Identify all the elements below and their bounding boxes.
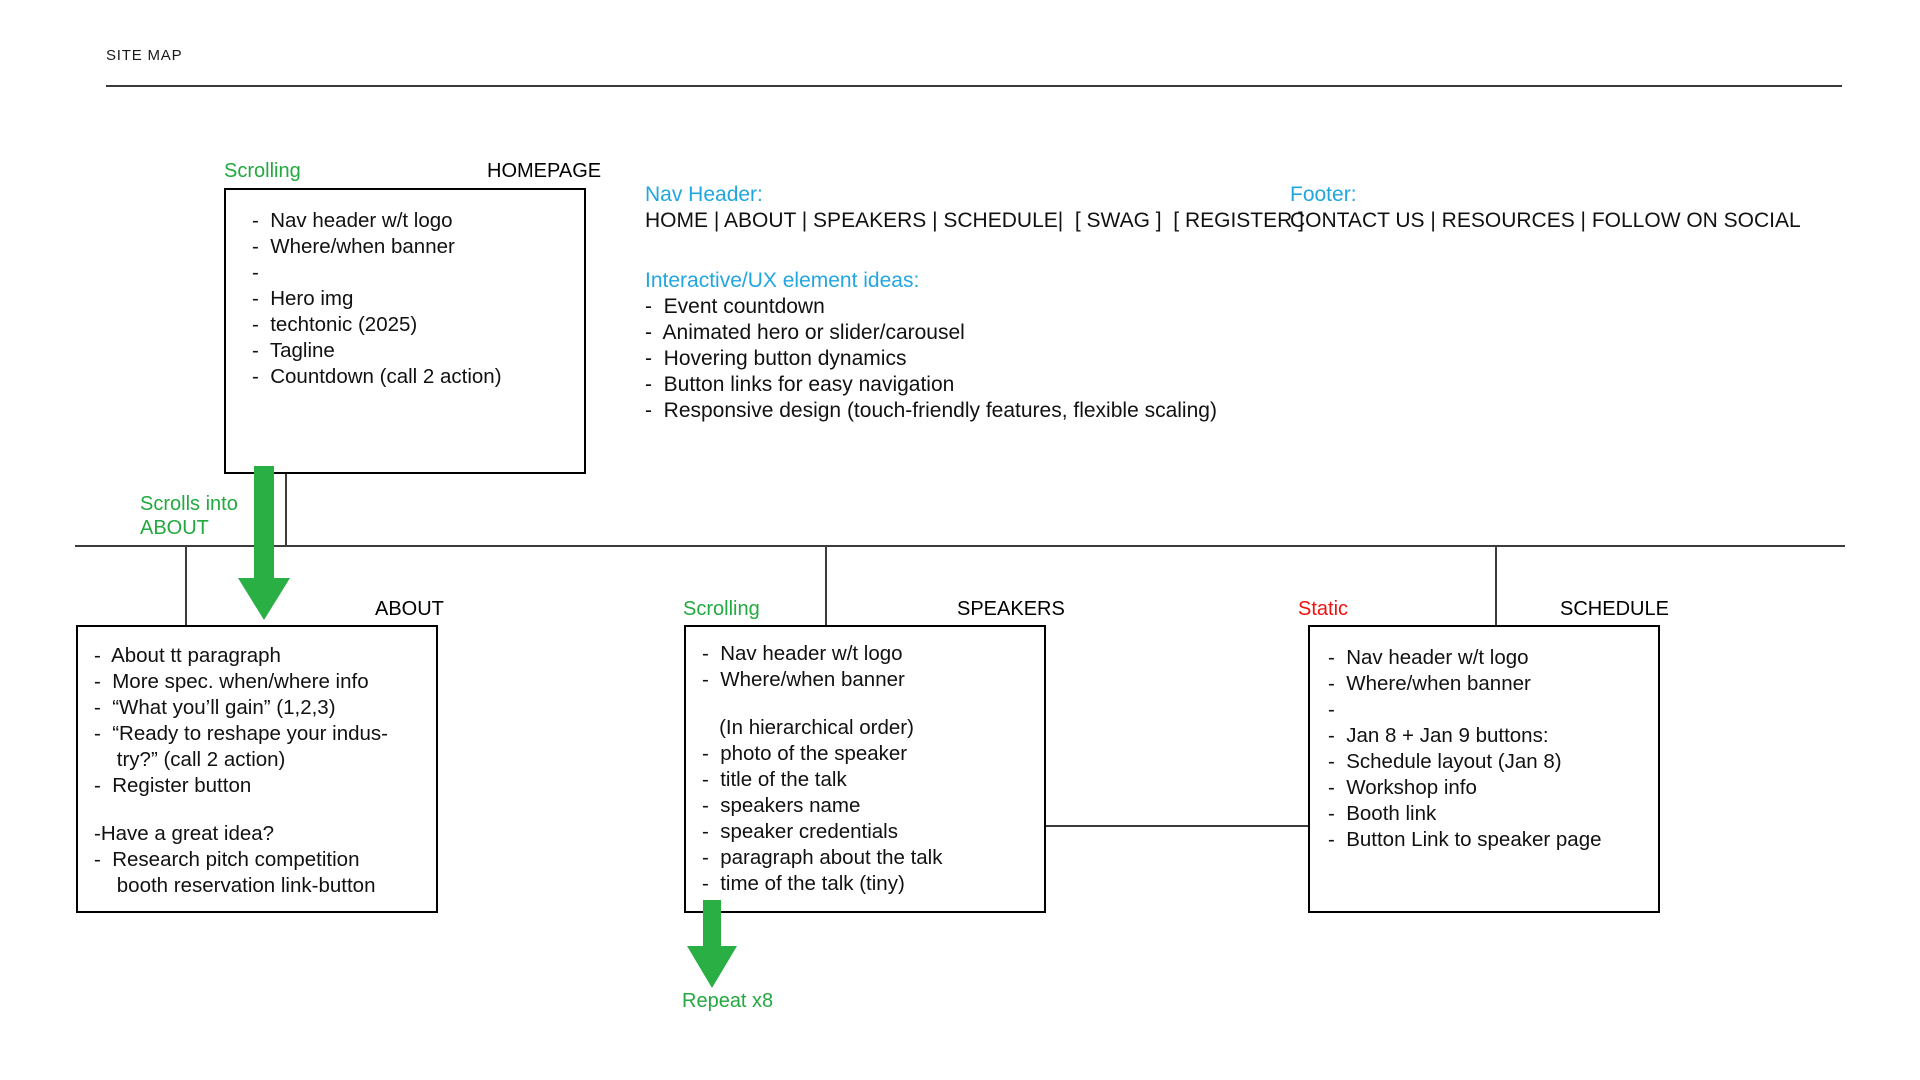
- list-item: - Where/when banner: [252, 235, 455, 258]
- list-item: - Hovering button dynamics: [645, 347, 907, 370]
- list-item: - Jan 8 + Jan 9 buttons:: [1328, 724, 1549, 747]
- header-divider: [106, 85, 1842, 87]
- list-item: - speaker credentials: [702, 820, 898, 843]
- connector-trunk-to-schedule: [1495, 545, 1497, 625]
- list-item: - time of the talk (tiny): [702, 872, 905, 895]
- list-item: - Button links for easy navigation: [645, 373, 955, 396]
- list-item: - More spec. when/where info: [94, 670, 369, 693]
- list-item: - Schedule layout (Jan 8): [1328, 750, 1562, 773]
- homepage-title-tag: HOMEPAGE: [487, 160, 602, 182]
- list-item: - title of the talk: [702, 768, 847, 791]
- speakers-item-list: - Nav header w/t logo - Where/when banne…: [702, 641, 1036, 897]
- list-item: (In hierarchical order): [702, 716, 914, 739]
- footer-note-heading: Footer:: [1290, 183, 1357, 206]
- list-item: - Responsive design (touch-friendly feat…: [645, 399, 1217, 422]
- list-item: try?” (call 2 action): [94, 748, 286, 771]
- list-item: - Where/when banner: [702, 668, 905, 691]
- list-item: - Tagline: [252, 339, 335, 362]
- list-item: - Nav header w/t logo: [702, 642, 903, 665]
- schedule-card[interactable]: - Nav header w/t logo - Where/when banne…: [1308, 625, 1660, 913]
- list-item: - Event countdown: [645, 295, 825, 318]
- connector-trunk-to-speakers: [825, 545, 827, 625]
- list-item: - Where/when banner: [1328, 672, 1531, 695]
- repeat-arrow-speakers: [685, 900, 741, 997]
- schedule-item-list: - Nav header w/t logo - Where/when banne…: [1328, 645, 1650, 853]
- page-title: SITE MAP: [106, 47, 183, 64]
- speakers-card[interactable]: - Nav header w/t logo - Where/when banne…: [684, 625, 1046, 913]
- list-item: - Countdown (call 2 action): [252, 365, 502, 388]
- connector-homepage-to-trunk: [285, 472, 287, 546]
- list-item: - Research pitch competition: [94, 848, 360, 871]
- speakers-scrolling-tag: Scrolling: [683, 598, 760, 620]
- about-item-list: - About tt paragraph - More spec. when/w…: [94, 643, 428, 899]
- list-item: booth reservation link-button: [94, 874, 376, 897]
- connector-trunk: [75, 545, 1845, 547]
- speakers-title-tag: SPEAKERS: [957, 598, 1065, 620]
- list-item: - techtonic (2025): [252, 313, 418, 336]
- list-item: - About tt paragraph: [94, 644, 281, 667]
- list-item: - “Ready to reshape your indus-: [94, 722, 388, 745]
- nav-header-note: Nav Header: HOME | ABOUT | SPEAKERS | SC…: [645, 182, 1304, 234]
- list-item: -: [1328, 698, 1335, 721]
- connector-speakers-to-schedule: [1046, 825, 1308, 827]
- scroll-arrow-homepage-to-about: [234, 466, 294, 631]
- list-item: -Have a great idea?: [94, 822, 275, 845]
- list-item: - Register button: [94, 774, 252, 797]
- scrolls-into-about-label: Scrolls into ABOUT: [140, 493, 238, 539]
- homepage-item-list: - Nav header w/t logo - Where/when banne…: [252, 208, 576, 390]
- footer-note-value: CONTACT US | RESOURCES | FOLLOW ON SOCIA…: [1290, 209, 1801, 232]
- list-item: - Booth link: [1328, 802, 1437, 825]
- list-item: - photo of the speaker: [702, 742, 908, 765]
- about-card[interactable]: - About tt paragraph - More spec. when/w…: [76, 625, 438, 913]
- footer-note: Footer: CONTACT US | RESOURCES | FOLLOW …: [1290, 182, 1801, 234]
- list-item: - Workshop info: [1328, 776, 1477, 799]
- list-item: - “What you’ll gain” (1,2,3): [94, 696, 336, 719]
- list-item: - Animated hero or slider/carousel: [645, 321, 965, 344]
- list-item: - paragraph about the talk: [702, 846, 943, 869]
- ux-ideas-note: Interactive/UX element ideas: - Event co…: [645, 268, 1217, 424]
- list-item: - speakers name: [702, 794, 861, 817]
- list-item: - Hero img: [252, 287, 354, 310]
- schedule-static-tag: Static: [1298, 598, 1349, 620]
- list-item-spacer: [702, 693, 1036, 715]
- list-item: - Nav header w/t logo: [252, 209, 453, 232]
- list-item: -: [252, 261, 259, 284]
- list-item: - Nav header w/t logo: [1328, 646, 1529, 669]
- homepage-scrolling-tag: Scrolling: [224, 160, 301, 182]
- about-title-tag: ABOUT: [375, 598, 444, 620]
- repeat-x8-label: Repeat x8: [682, 990, 774, 1012]
- list-item: - Button Link to speaker page: [1328, 828, 1602, 851]
- ux-ideas-heading: Interactive/UX element ideas:: [645, 269, 920, 292]
- nav-header-note-value: HOME | ABOUT | SPEAKERS | SCHEDULE| [ SW…: [645, 209, 1304, 232]
- schedule-title-tag: SCHEDULE: [1560, 598, 1669, 620]
- ux-ideas-list: - Event countdown - Animated hero or sli…: [645, 294, 1217, 424]
- connector-trunk-to-about: [185, 545, 187, 625]
- homepage-card[interactable]: - Nav header w/t logo - Where/when banne…: [224, 188, 586, 474]
- nav-header-note-heading: Nav Header:: [645, 183, 763, 206]
- list-item-spacer: [94, 799, 428, 821]
